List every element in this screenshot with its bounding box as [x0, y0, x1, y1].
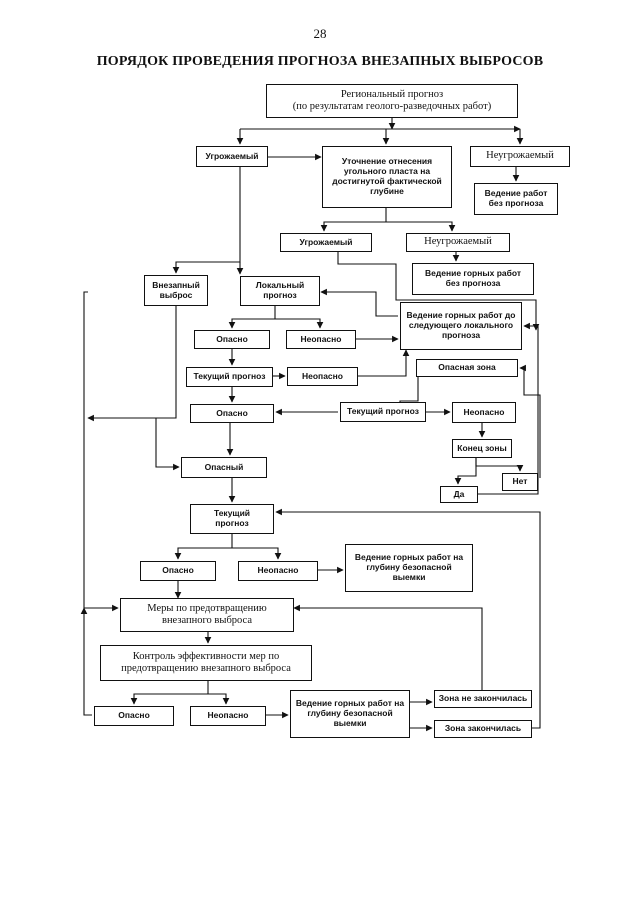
- edge: [155, 418, 180, 471]
- edge: [130, 681, 209, 705]
- edge: [293, 604, 483, 690]
- edge: [87, 306, 177, 422]
- effectiveness-control-box: Контроль эффективности мер по предотвращ…: [100, 645, 312, 681]
- page-number: 28: [313, 26, 327, 41]
- edge: [478, 322, 539, 495]
- dangerous-box-4: Опасно: [94, 706, 174, 726]
- edge: [320, 208, 387, 232]
- mining-to-next-local-box: Ведение горных работ до следующего локал…: [400, 302, 522, 350]
- zone-ended-box: Зона закончилась: [434, 720, 532, 738]
- safe-box-3: Неопасно: [452, 402, 516, 423]
- yes-box: Да: [440, 486, 478, 503]
- mining-to-safe-depth-box-1: Ведение горных работ на глубину безопасн…: [345, 544, 473, 592]
- edge: [80, 607, 92, 716]
- zone-end-box: Конец зоны: [452, 439, 512, 458]
- mining-to-safe-depth-box-2: Ведение горных работ на глубину безопасн…: [290, 690, 410, 738]
- clarify-attribution-box: Уточнение отнесения угольного пласта на …: [322, 146, 452, 208]
- edge: [519, 364, 541, 478]
- page-title: ПОРЯДОК ПРОВЕДЕНИЯ ПРОГНОЗА ВНЕЗАПНЫХ ВЫ…: [96, 54, 544, 69]
- edge: [172, 167, 241, 274]
- dangerous-box-2: Опасно: [190, 404, 274, 423]
- edge: [228, 306, 276, 329]
- no-box: Нет: [502, 473, 538, 491]
- edge: [337, 252, 540, 331]
- zone-not-ended-box: Зона не закончилась: [434, 690, 532, 708]
- dangerous-box-1: Опасно: [194, 330, 270, 349]
- edge: [232, 547, 282, 560]
- mining-no-forecast-box-2: Ведение горных работ без прогноза: [412, 263, 534, 295]
- regional-forecast-box: Региональный прогноз (по результатам гео…: [266, 84, 518, 118]
- current-forecast-box-2: Текущий прогноз: [340, 402, 426, 422]
- edge: [275, 508, 541, 729]
- safe-box-1: Неопасно: [286, 330, 356, 349]
- threatened-box-2: Угрожаемый: [280, 233, 372, 252]
- threatened-box-1: Угрожаемый: [196, 146, 268, 167]
- edge: [475, 458, 524, 472]
- safe-box-5: Неопасно: [190, 706, 266, 726]
- edge: [320, 288, 398, 317]
- edge: [83, 291, 119, 612]
- current-forecast-box-3: Текущий прогноз: [190, 504, 274, 534]
- edge: [174, 534, 233, 560]
- prevention-measures-box: Меры по предотвращению внезапного выброс…: [120, 598, 294, 632]
- safe-box-4: Неопасно: [238, 561, 318, 581]
- safe-box-2: Неопасно: [287, 367, 358, 386]
- not-threatened-box-2: Неугрожаемый: [406, 233, 510, 252]
- sudden-outburst-box: Внезапный выброс: [144, 275, 208, 306]
- work-no-forecast-box-1: Ведение работ без прогноза: [474, 183, 558, 215]
- edge: [454, 458, 477, 485]
- dangerous-zone-type-box: Опасный: [181, 457, 267, 478]
- dangerous-zone-box: Опасная зона: [416, 359, 518, 377]
- not-threatened-box-1: Неугрожаемый: [470, 146, 570, 167]
- dangerous-box-3: Опасно: [140, 561, 216, 581]
- edge: [358, 349, 410, 377]
- current-forecast-box-1: Текущий прогноз: [186, 367, 273, 387]
- edge: [386, 221, 456, 232]
- edge: [208, 693, 230, 705]
- local-forecast-box: Локальный прогноз: [240, 276, 320, 306]
- edge: [275, 318, 324, 329]
